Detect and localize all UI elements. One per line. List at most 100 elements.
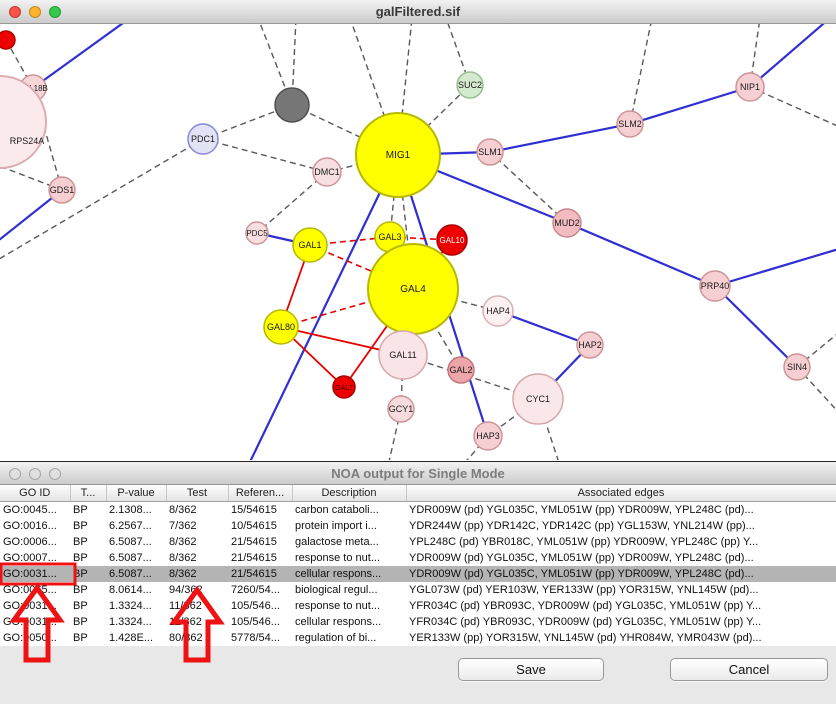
node-circle[interactable]: [552, 208, 582, 238]
node-SUC2[interactable]: SUC2: [456, 71, 484, 99]
cell-associated_edges[interactable]: YDR244W (pp) YDR142C, YDR142C (pp) YGL15…: [406, 517, 836, 534]
cell-type[interactable]: BP: [70, 629, 106, 646]
node-circle[interactable]: [699, 270, 731, 302]
cell-go_id[interactable]: GO:0016...: [0, 517, 70, 534]
node-MIG1[interactable]: MIG1: [355, 112, 441, 198]
cell-p_value[interactable]: 2.1308...: [106, 501, 166, 518]
cell-description[interactable]: protein import i...: [292, 517, 406, 534]
zoom-button[interactable]: [49, 6, 61, 18]
node-GAL80[interactable]: GAL80: [263, 309, 299, 345]
node-circle[interactable]: [378, 330, 428, 380]
node-CYC1[interactable]: CYC1: [512, 373, 564, 425]
cell-description[interactable]: carbon cataboli...: [292, 501, 406, 518]
cell-go_id[interactable]: GO:0065...: [0, 581, 70, 598]
node-GAL10[interactable]: GAL10: [436, 224, 468, 256]
cell-test[interactable]: 7/362: [166, 517, 228, 534]
node-circle[interactable]: [456, 71, 484, 99]
cell-type[interactable]: BP: [70, 533, 106, 550]
cell-go_id[interactable]: GO:0045...: [0, 501, 70, 518]
node-circle[interactable]: [292, 227, 328, 263]
node-PDC5[interactable]: PDC5: [245, 221, 269, 245]
cell-reference[interactable]: 5778/54...: [228, 629, 292, 646]
edge-MUD2-SLM1[interactable]: [489, 151, 568, 224]
column-header-type[interactable]: T...: [70, 485, 107, 502]
edge-PRP40-aPRP[interactable]: [714, 248, 836, 288]
edge-MUD2-PRP40[interactable]: [566, 221, 716, 288]
cell-p_value[interactable]: 6.2567...: [106, 517, 166, 534]
cell-p_value[interactable]: 6.5087...: [106, 533, 166, 550]
node-GAL1[interactable]: GAL1: [292, 227, 328, 263]
cell-type[interactable]: BP: [70, 613, 106, 630]
edge-NIP1-aNIP2[interactable]: [749, 86, 836, 128]
edge-PRP40-SIN4[interactable]: [714, 285, 798, 368]
node-circle[interactable]: [0, 30, 16, 50]
cell-type[interactable]: BP: [70, 581, 106, 598]
node-GDS1[interactable]: GDS1: [48, 176, 76, 204]
cell-reference[interactable]: 15/54615: [228, 501, 292, 518]
cell-type[interactable]: BP: [70, 597, 106, 614]
edge-PDC1-DMC1[interactable]: [202, 138, 328, 173]
cell-type[interactable]: BP: [70, 517, 106, 534]
node-node-red-edge[interactable]: [0, 30, 16, 50]
node-HAP2[interactable]: HAP2: [576, 331, 604, 359]
cell-associated_edges[interactable]: YFR034C (pd) YBR093C, YDR009W (pd) YGL03…: [406, 597, 836, 614]
node-MUD2[interactable]: MUD2: [552, 208, 582, 238]
cell-p_value[interactable]: 6.5087...: [106, 549, 166, 566]
node-circle[interactable]: [482, 295, 514, 327]
cell-go_id[interactable]: GO:0031...: [0, 565, 70, 582]
edge-SLM2-aSLM2[interactable]: [629, 24, 652, 125]
edge-PDC1-aPDC1[interactable]: [0, 138, 204, 262]
node-GAL4[interactable]: GAL4: [367, 243, 459, 335]
edge-GDS1-aGDS[interactable]: [0, 189, 63, 244]
edge-RPL18B-GDS1[interactable]: [32, 87, 63, 191]
cell-associated_edges[interactable]: YER133W (pp) YOR315W, YNL145W (pd) YHR08…: [406, 629, 836, 646]
node-circle[interactable]: [48, 176, 76, 204]
node-circle[interactable]: [332, 375, 356, 399]
column-header-go_id[interactable]: GO ID: [0, 485, 71, 502]
minimize-button[interactable]: [29, 468, 41, 480]
node-GAL3[interactable]: GAL3: [374, 221, 406, 253]
minimize-button[interactable]: [29, 6, 41, 18]
edge-HAP4-HAP2[interactable]: [497, 309, 591, 347]
cell-reference[interactable]: 7260/54...: [228, 581, 292, 598]
node-HAP3[interactable]: HAP3: [473, 421, 503, 451]
node-circle[interactable]: [476, 138, 504, 166]
cell-reference[interactable]: 21/54615: [228, 565, 292, 582]
cell-go_id[interactable]: GO:0031...: [0, 613, 70, 630]
cell-reference[interactable]: 21/54615: [228, 549, 292, 566]
node-circle[interactable]: [447, 356, 475, 384]
save-button[interactable]: Save: [458, 658, 604, 681]
cell-test[interactable]: 94/362: [166, 581, 228, 598]
node-NIP1[interactable]: NIP1: [735, 72, 765, 102]
cell-description[interactable]: response to nut...: [292, 549, 406, 566]
cell-test[interactable]: 8/362: [166, 565, 228, 582]
edge-RPL18B-aTL[interactable]: [32, 24, 130, 89]
edge-NIP1-aNIP3[interactable]: [749, 24, 830, 88]
node-circle[interactable]: [576, 331, 604, 359]
node-RPS24A[interactable]: RPS24A: [0, 75, 47, 169]
node-HAP4[interactable]: HAP4: [482, 295, 514, 327]
edge-MIG1-SUC2[interactable]: [397, 84, 471, 156]
cell-p_value[interactable]: 8.0614...: [106, 581, 166, 598]
node-SLM2[interactable]: SLM2: [616, 110, 644, 138]
node-DMC1[interactable]: DMC1: [312, 157, 342, 187]
cell-type[interactable]: BP: [70, 549, 106, 566]
cell-p_value[interactable]: 6.5087...: [106, 565, 166, 582]
node-GAL2[interactable]: GAL2: [447, 356, 475, 384]
node-circle[interactable]: [274, 87, 310, 123]
cell-description[interactable]: response to nut...: [292, 597, 406, 614]
cell-associated_edges[interactable]: YGL073W (pd) YER103W, YER133W (pp) YOR31…: [406, 581, 836, 598]
node-circle[interactable]: [263, 309, 299, 345]
cell-go_id[interactable]: GO:0050...: [0, 629, 70, 646]
node-circle[interactable]: [512, 373, 564, 425]
node-SIN4[interactable]: SIN4: [783, 353, 811, 381]
cell-reference[interactable]: 105/546...: [228, 613, 292, 630]
cell-reference[interactable]: 21/54615: [228, 533, 292, 550]
